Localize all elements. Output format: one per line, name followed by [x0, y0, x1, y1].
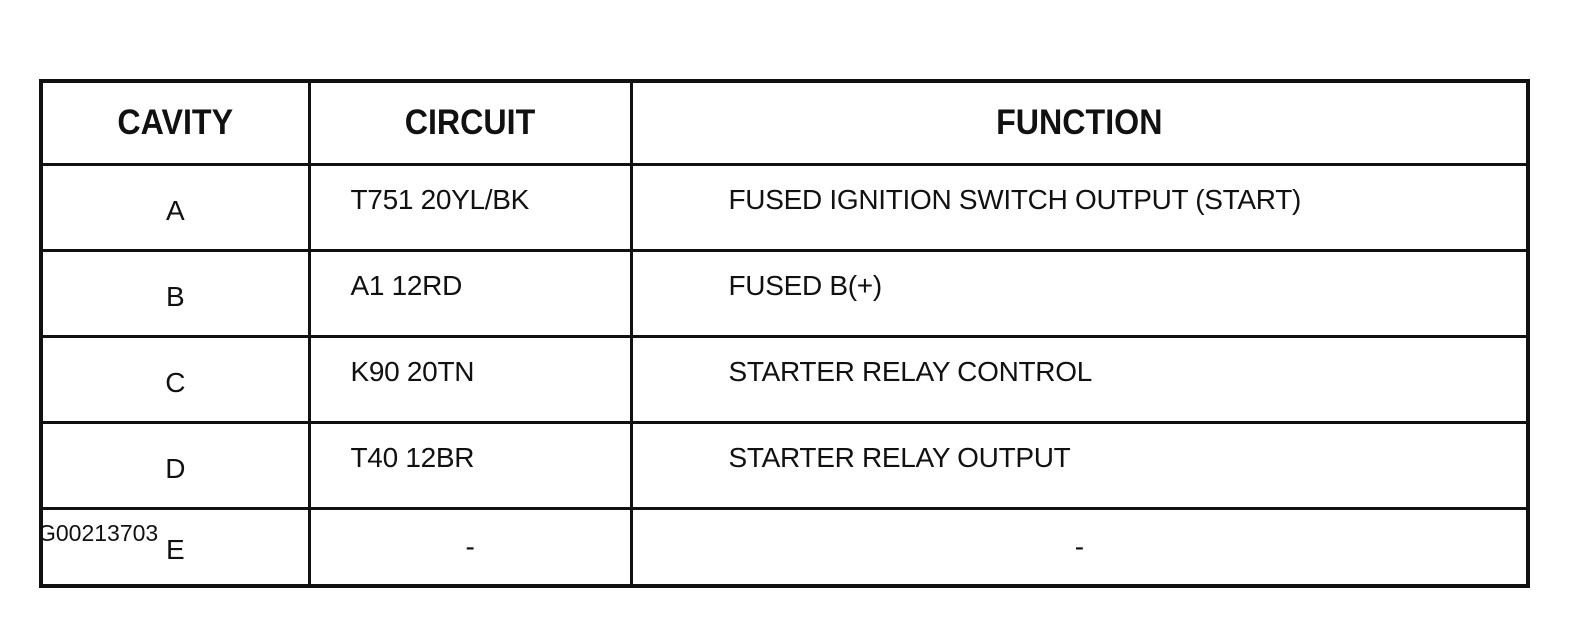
circuit-cell: K90 20TN	[307, 335, 633, 424]
circuit-cell: T751 20YL/BK	[307, 163, 633, 252]
circuit-cell: A1 12RD	[307, 249, 633, 338]
function-cell: FUSED IGNITION SWITCH OUTPUT (START)	[629, 163, 1530, 252]
function-value: FUSED B(+)	[728, 269, 883, 301]
cavity-cell: B	[39, 249, 311, 338]
function-cell: STARTER RELAY OUTPUT	[629, 421, 1530, 510]
header-row: CAVITY CIRCUIT FUNCTION	[41, 79, 1528, 166]
function-value: STARTER RELAY OUTPUT	[728, 441, 1071, 473]
circuit-value: A1 12RD	[350, 269, 463, 301]
circuit-cell: T40 12BR	[307, 421, 633, 510]
table-row: B A1 12RD FUSED B(+)	[39, 249, 1530, 338]
table-row: D T40 12BR STARTER RELAY OUTPUT	[39, 421, 1530, 510]
table-row: E - -	[39, 507, 1530, 588]
circuit-cell: -	[307, 507, 633, 588]
cavity-cell: C	[39, 335, 311, 424]
cavity-value: A	[166, 194, 185, 226]
cavity-cell: A	[39, 163, 311, 252]
circuit-value: -	[465, 531, 475, 562]
header-cavity: CAVITY	[50, 79, 300, 166]
function-value: FUSED IGNITION SWITCH OUTPUT (START)	[728, 183, 1302, 215]
cavity-cell: E	[39, 507, 311, 588]
table-row: A T751 20YL/BK FUSED IGNITION SWITCH OUT…	[39, 163, 1530, 252]
function-cell: FUSED B(+)	[629, 249, 1530, 338]
connector-pinout-table: CAVITY CIRCUIT FUNCTION A T751 20YL/BK F…	[39, 79, 1530, 588]
function-value: STARTER RELAY CONTROL	[728, 355, 1093, 387]
cavity-value: B	[166, 280, 185, 312]
circuit-value: T751 20YL/BK	[350, 183, 530, 215]
function-value: -	[1074, 531, 1084, 562]
table-row: C K90 20TN STARTER RELAY CONTROL	[39, 335, 1530, 424]
function-cell: STARTER RELAY CONTROL	[629, 335, 1530, 424]
header-function: FUNCTION	[665, 79, 1494, 166]
circuit-value: T40 12BR	[350, 441, 475, 473]
table-body: A T751 20YL/BK FUSED IGNITION SWITCH OUT…	[39, 163, 1530, 588]
cavity-cell: D	[39, 421, 311, 510]
cavity-value: D	[165, 452, 186, 484]
cavity-value: E	[166, 534, 185, 565]
function-cell: -	[629, 507, 1530, 588]
cavity-value: C	[165, 366, 186, 398]
header-circuit: CIRCUIT	[320, 79, 620, 166]
table-header: CAVITY CIRCUIT FUNCTION	[41, 79, 1528, 166]
circuit-value: K90 20TN	[350, 355, 475, 387]
figure-id-caption: G00213703	[38, 520, 159, 546]
